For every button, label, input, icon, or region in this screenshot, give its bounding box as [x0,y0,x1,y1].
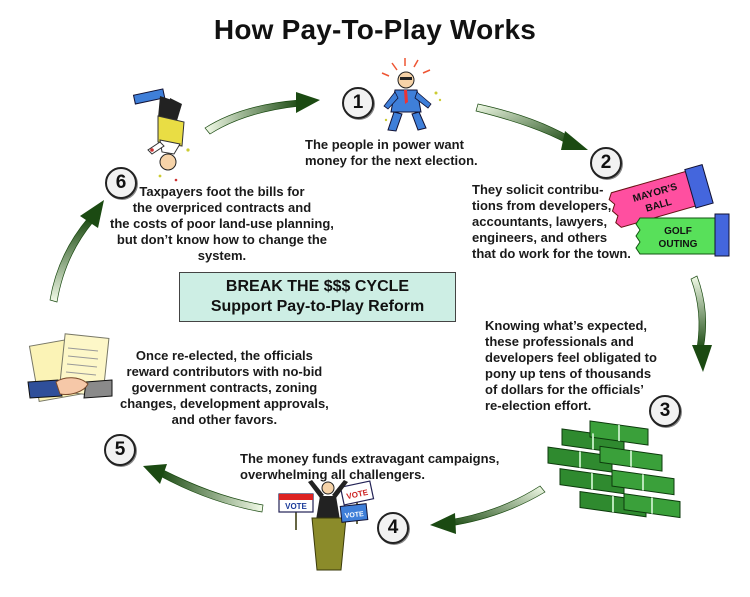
reform-callout-box: BREAK THE $$$ CYCLE Support Pay-to-Play … [179,272,456,322]
arrow-6-to-1 [204,92,320,135]
step-badge-4: 4 [377,512,409,544]
step-badge-3: 3 [649,395,681,427]
step-6-text: Taxpayers foot the bills for the overpri… [110,184,334,263]
podium-candidate-icon: VOTE VOTE VOTE [278,480,375,571]
page-title: How Pay-To-Play Works [213,14,537,45]
arrow-5-to-6 [49,200,104,303]
step-4-text: The money funds extravagant campaigns, o… [240,451,500,482]
step-badge-6: 6 [105,167,137,199]
taxpayer-upside-down-icon [132,88,190,182]
ticket-golf-outing: GOLF [664,226,692,237]
vote-sign-left: VOTE [285,502,307,511]
step-3-text: Knowing what’s expected, these professio… [485,318,657,413]
tickets-icon: MAYOR’S BALL GOLF OUTING [608,164,730,257]
politician-icon [381,58,442,132]
step-1-text: The people in power want money for the n… [305,137,478,168]
step-badge-2: 2 [590,147,622,179]
cta-line-1: BREAK THE $$$ CYCLE [225,278,410,295]
arrow-2-to-3 [690,275,712,372]
vote-sign-podium: VOTE [344,511,364,520]
arrow-3-to-4 [430,485,546,534]
step-5-text: Once re-elected, the officials reward co… [120,348,329,427]
handshake-contracts-icon [27,333,113,402]
arrow-4-to-5 [143,464,264,513]
step-badge-5: 5 [104,434,136,466]
step-badge-1: 1 [342,87,374,119]
step-2-text: They solicit contribu- tions from develo… [472,182,631,261]
arrow-1-to-2 [475,103,588,150]
cta-line-2: Support Pay-to-Play Reform [210,298,425,315]
svg-text:OUTING: OUTING [659,239,698,250]
money-stacks-icon [547,420,681,519]
